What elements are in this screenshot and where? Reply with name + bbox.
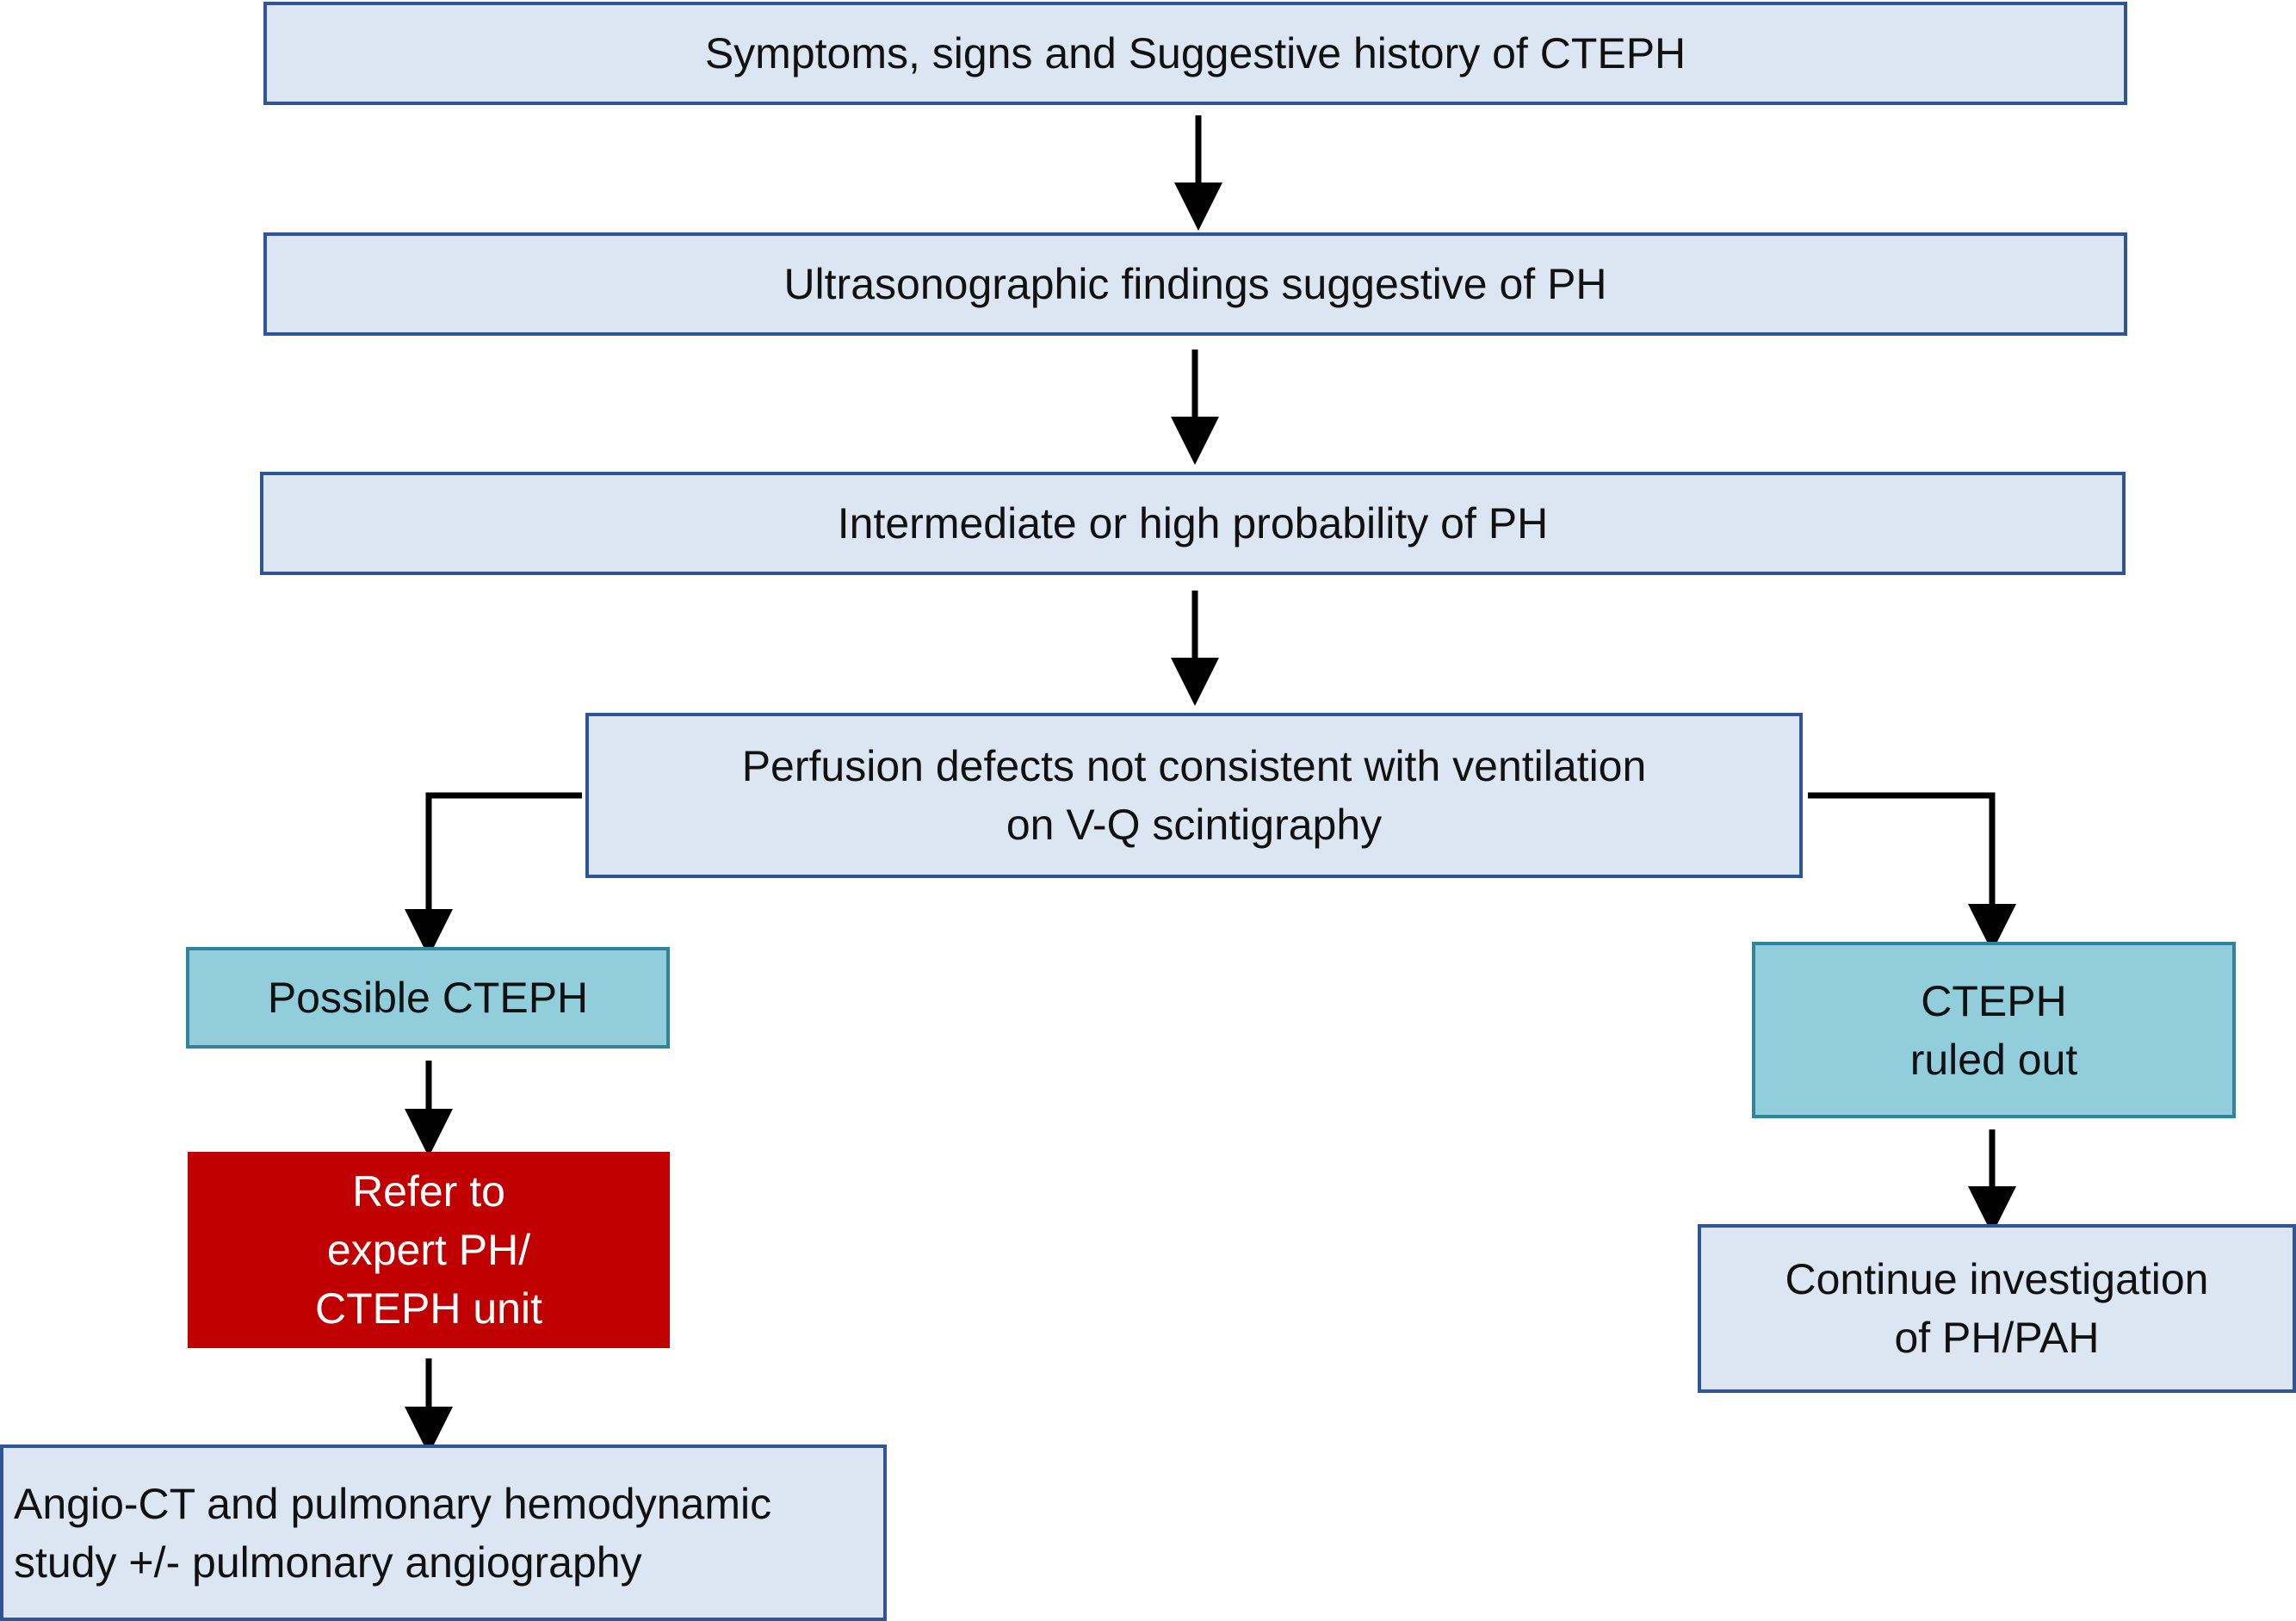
node-continue-investigation: Continue investigation of PH/PAH bbox=[1698, 1224, 2296, 1393]
node-ultrasonographic: Ultrasonographic findings suggestive of … bbox=[263, 232, 2127, 336]
node-line: Refer to bbox=[352, 1167, 505, 1216]
node-line: Perfusion defects not consistent with ve… bbox=[741, 742, 1647, 790]
node-line: Possible CTEPH bbox=[267, 974, 589, 1022]
node-line: on V-Q scintigraphy bbox=[1006, 801, 1383, 849]
node-angio-ct: Angio-CT and pulmonary hemodynamic study… bbox=[0, 1445, 887, 1621]
node-probability: Intermediate or high probability of PH bbox=[260, 472, 2126, 575]
node-line: CTEPH bbox=[1921, 976, 2067, 1025]
node-line: Intermediate or high probability of PH bbox=[837, 499, 1549, 548]
node-line: ruled out bbox=[1909, 1035, 2078, 1084]
node-line: Symptoms, signs and Suggestive history o… bbox=[704, 29, 1686, 77]
node-refer-expert: Refer to expert PH/ CTEPH unit bbox=[188, 1152, 670, 1348]
node-line: Continue investigation bbox=[1785, 1255, 2209, 1303]
node-line: of PH/PAH bbox=[1894, 1314, 2100, 1362]
arrow-perfusion-to-cteph-ruled-out bbox=[1808, 792, 2016, 952]
node-cteph-ruled-out: CTEPH ruled out bbox=[1752, 942, 2236, 1118]
node-line: Ultrasonographic findings suggestive of … bbox=[783, 260, 1607, 308]
node-line: CTEPH unit bbox=[315, 1284, 542, 1333]
node-symptoms: Symptoms, signs and Suggestive history o… bbox=[263, 2, 2127, 105]
arrow-perfusion-to-possible-cteph bbox=[405, 792, 582, 957]
node-line: Angio-CT and pulmonary hemodynamic bbox=[14, 1479, 772, 1528]
node-line: study +/- pulmonary angiography bbox=[14, 1537, 642, 1587]
node-perfusion: Perfusion defects not consistent with ve… bbox=[585, 713, 1803, 878]
node-line: expert PH/ bbox=[326, 1226, 531, 1274]
node-possible-cteph: Possible CTEPH bbox=[186, 947, 670, 1049]
